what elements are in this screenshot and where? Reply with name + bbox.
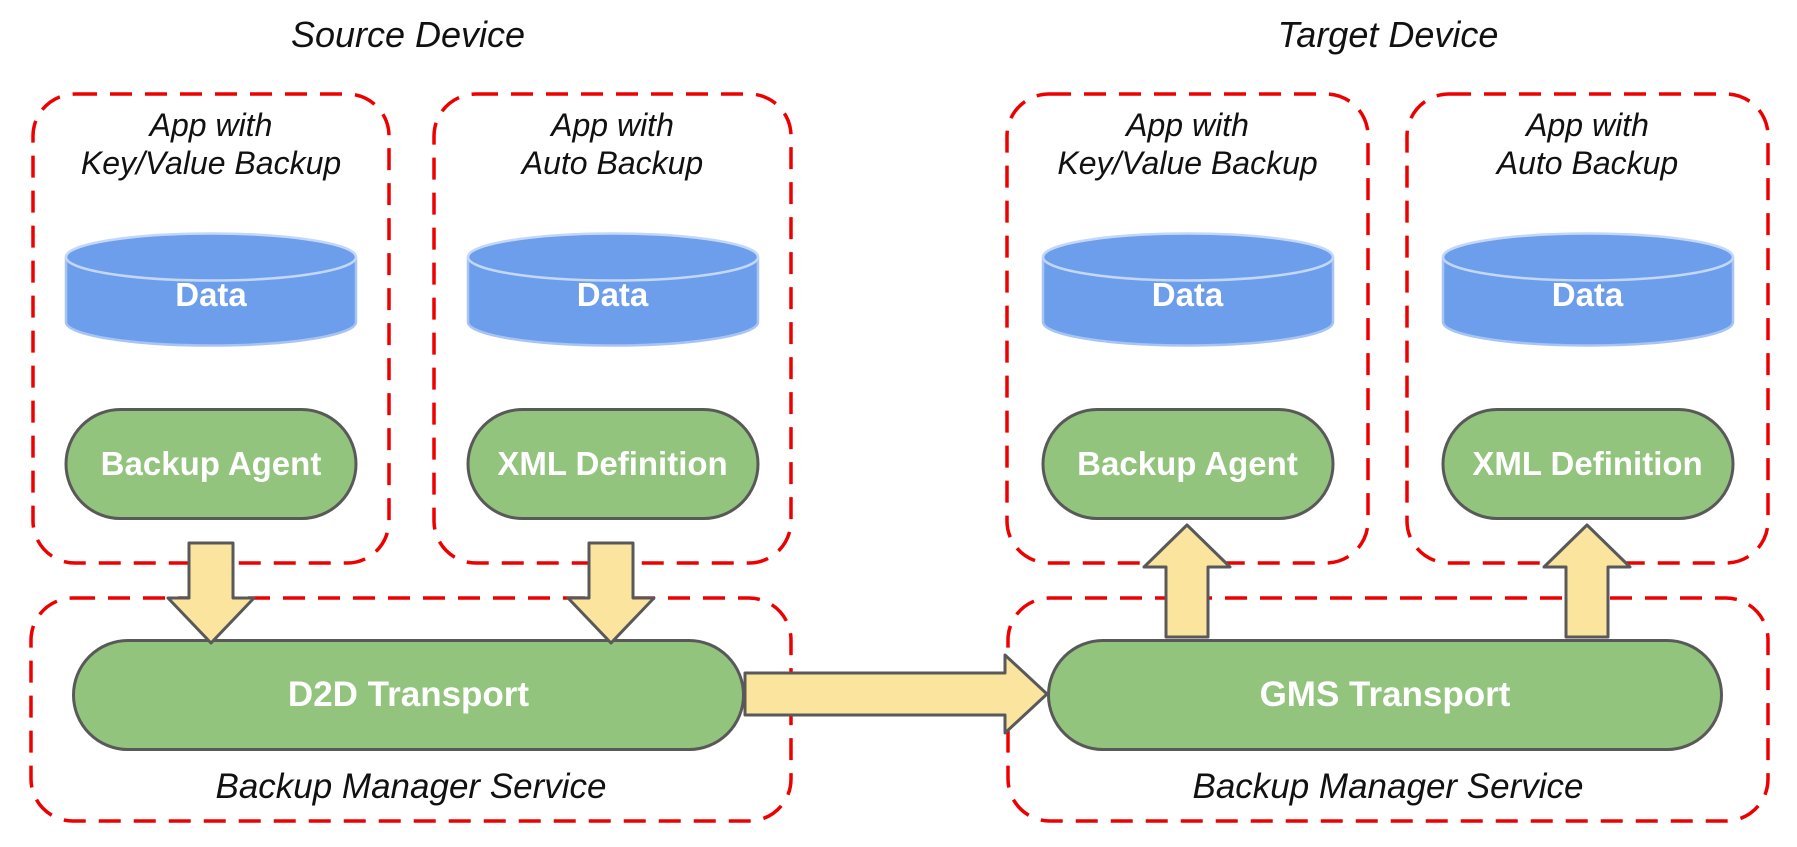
service-label: Backup Manager Service xyxy=(215,767,607,806)
backup-agent-pill: Backup Agent xyxy=(64,408,358,520)
pill-label: D2D Transport xyxy=(287,675,530,714)
app-label-line1: App with xyxy=(1126,107,1249,143)
data-cylinder: Data xyxy=(64,232,358,347)
cylinder-shape xyxy=(1041,232,1334,347)
app-label-line1: App with xyxy=(149,107,273,143)
app-box-source-keyvalue: App with Key/Value Backup Data Backup Ag… xyxy=(31,92,391,565)
pill-label: Backup Agent xyxy=(100,445,322,482)
dashed-border xyxy=(1005,92,1370,565)
data-label: Data xyxy=(1151,276,1224,313)
service-box-target: GMS Transport Backup Manager Service xyxy=(1006,596,1770,823)
app-label-line2: Auto Backup xyxy=(1496,145,1679,181)
data-cylinder: Data xyxy=(1041,232,1334,347)
app-box-source-auto: App with Auto Backup Data XML Definition xyxy=(432,92,793,565)
arrow-down-icon xyxy=(566,541,656,645)
pill-label: XML Definition xyxy=(1472,445,1703,482)
backup-agent-pill: Backup Agent xyxy=(1041,408,1334,520)
app-label: App with Key/Value Backup xyxy=(1005,106,1370,182)
gms-transport-pill: GMS Transport xyxy=(1047,639,1723,751)
xml-definition-pill: XML Definition xyxy=(466,408,759,520)
data-label: Data xyxy=(1551,276,1624,313)
data-label: Data xyxy=(576,276,649,313)
pill-label: GMS Transport xyxy=(1259,675,1511,714)
service-label: Backup Manager Service xyxy=(1192,767,1584,806)
cylinder-shape xyxy=(1441,232,1734,347)
arrow-right-icon xyxy=(743,653,1049,735)
app-label-line2: Key/Value Backup xyxy=(1057,145,1318,181)
data-cylinder: Data xyxy=(466,232,759,347)
app-box-target-keyvalue: App with Key/Value Backup Data Backup Ag… xyxy=(1005,92,1370,565)
app-label-line2: Key/Value Backup xyxy=(80,145,342,181)
cylinder-shape xyxy=(466,232,759,347)
data-label: Data xyxy=(175,276,247,313)
d2d-transport-pill: D2D Transport xyxy=(72,639,745,751)
app-label: App with Auto Backup xyxy=(1405,106,1770,182)
app-label: App with Auto Backup xyxy=(432,106,793,182)
target-device-title: Target Device xyxy=(1277,14,1499,55)
pill-label: Backup Agent xyxy=(1077,445,1298,482)
app-label-line2: Auto Backup xyxy=(521,145,704,181)
arrow-down-icon xyxy=(166,541,256,645)
source-device-title: Source Device xyxy=(290,14,526,55)
app-label-line1: App with xyxy=(1526,107,1649,143)
app-label-line1: App with xyxy=(551,107,674,143)
arrow-up-icon xyxy=(1142,523,1232,639)
xml-definition-pill: XML Definition xyxy=(1441,408,1734,520)
service-box-source: D2D Transport Backup Manager Service xyxy=(29,596,793,823)
data-cylinder: Data xyxy=(1441,232,1734,347)
app-label: App with Key/Value Backup xyxy=(31,106,391,182)
dashed-border xyxy=(1405,92,1770,565)
cylinder-shape xyxy=(64,232,358,347)
pill-label: XML Definition xyxy=(497,445,728,482)
app-box-target-auto: App with Auto Backup Data XML Definition xyxy=(1405,92,1770,565)
arrow-up-icon xyxy=(1542,523,1632,639)
